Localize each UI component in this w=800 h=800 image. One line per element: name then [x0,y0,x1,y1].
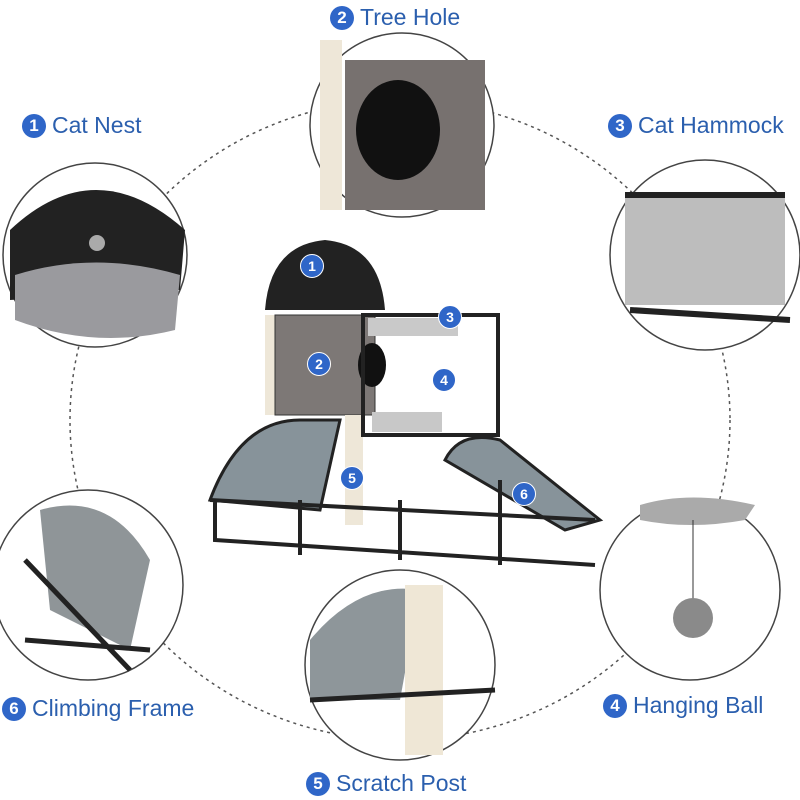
number-badge: 2 [330,5,354,30]
number-badge: 5 [306,771,330,796]
label-text: Cat Hammock [638,112,784,138]
marker-2: 2 [307,352,331,376]
label-text: Tree Hole [360,4,461,30]
number-badge: 4 [603,693,627,718]
detail-scratch-post [304,569,496,761]
number-badge: 6 [2,696,26,721]
cat-tree [207,240,604,567]
detail-tree-hole [309,32,495,218]
label-text: Hanging Ball [633,692,764,718]
label-text: Scratch Post [336,770,467,796]
detail-cat-hammock [609,159,800,351]
detail-climbing-frame [0,489,184,681]
marker-1: 1 [300,254,324,278]
detail-hanging-ball [599,497,781,681]
marker-4: 4 [432,368,456,392]
number-badge: 3 [608,113,632,138]
detail-cat-nest [2,162,188,348]
dotted-connector [69,99,731,741]
label-text: Cat Nest [52,112,142,138]
label-text: Climbing Frame [32,695,195,721]
marker-3: 3 [438,305,462,329]
marker-5: 5 [340,466,364,490]
marker-6: 6 [512,482,536,506]
number-badge: 1 [22,113,46,138]
